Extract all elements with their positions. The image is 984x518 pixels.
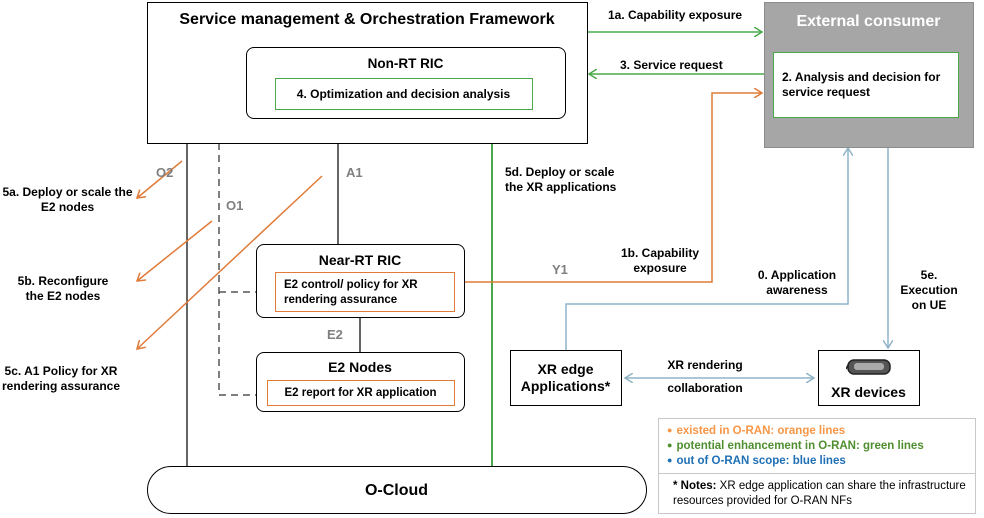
deploy-e2-5a-label: 5a. Deploy or scale the E2 nodes [2, 185, 133, 214]
y1-label: Y1 [552, 262, 568, 277]
a1-policy-5c-label: 5c. A1 Policy for XR rendering assurance [1, 364, 121, 393]
reconfigure-5b-arrow [137, 220, 213, 281]
legend-divider [659, 473, 975, 474]
e2-nodes-box: E2 Nodes E2 report for XR application [256, 352, 465, 412]
app-awareness-0-arrow [565, 148, 848, 350]
a1-label: A1 [346, 165, 363, 180]
xr-devices-box: XR devices [818, 350, 920, 406]
e2-control-box: E2 control/ policy for XR rendering assu… [275, 272, 455, 312]
e2-nodes-title: E2 Nodes [328, 359, 392, 375]
legend-green-text: potential enhancement in O-RAN: green li… [676, 440, 924, 452]
external-consumer-box: External consumer 2. Analysis and decisi… [764, 2, 974, 148]
smo-title: Service management & Orchestration Frame… [179, 11, 555, 28]
legend-green: ●potential enhancement in O-RAN: green l… [667, 438, 924, 454]
xr-edge-title: XR edge Applications* [520, 361, 611, 394]
capability-exposure-1a-label: 1a. Capability exposure [608, 8, 743, 22]
near-rt-ric-box: Near-RT RIC E2 control/ policy for XR re… [256, 244, 465, 318]
deploy-e2-5a-arrow [137, 160, 183, 198]
analysis-box: 2. Analysis and decision for service req… [773, 52, 959, 118]
legend-blue-dot: ● [667, 455, 673, 465]
optimization-label: 4. Optimization and decision analysis [296, 87, 511, 101]
service-request-3-label: 3. Service request [620, 58, 723, 72]
vr-headset-icon [846, 359, 891, 375]
legend-box: ●existed in O-RAN: orange lines ●potenti… [658, 418, 976, 514]
analysis-label: 2. Analysis and decision for service req… [782, 70, 941, 99]
non-rt-ric-box: Non-RT RIC 4. Optimization and decision … [246, 47, 566, 119]
capability-exposure-1b-arrow [455, 93, 762, 283]
app-awareness-0-label: 0. Application awareness [757, 268, 837, 297]
xr-rendering-label-2: collaboration [667, 381, 743, 395]
legend-orange-text: existed in O-RAN: orange lines [676, 425, 846, 437]
legend-green-dot: ● [667, 440, 673, 450]
execution-ue-5e-label: 5e. Execution on UE [900, 268, 958, 312]
capability-exposure-1b-label: 1b. Capability exposure [620, 246, 700, 275]
reconfigure-5b-label: 5b. Reconfigure the E2 nodes [17, 274, 109, 303]
legend-blue: ●out of O-RAN scope: blue lines [667, 453, 846, 469]
xr-rendering-label-1: XR rendering [667, 358, 743, 372]
deploy-xr-5d-label: 5d. Deploy or scale the XR applications [505, 165, 617, 194]
legend-note-text: XR edge application can share the infras… [673, 480, 966, 507]
a1-policy-5c-arrow [137, 175, 323, 349]
e2-label: E2 [327, 327, 343, 342]
o1-label: O1 [226, 198, 244, 213]
legend-orange-dot: ● [667, 425, 673, 435]
o1-dashed-line [218, 143, 258, 396]
legend-blue-text: out of O-RAN scope: blue lines [676, 455, 846, 467]
legend-note: * Notes: XR edge application can share t… [673, 479, 969, 509]
o-cloud-box: O-Cloud [147, 466, 647, 514]
non-rt-ric-title: Non-RT RIC [367, 56, 444, 71]
optimization-box: 4. Optimization and decision analysis [275, 78, 533, 110]
xr-devices-title: XR devices [831, 384, 906, 400]
xr-edge-box: XR edge Applications* [510, 350, 622, 406]
near-rt-ric-title: Near-RT RIC [318, 252, 402, 268]
o2-label: O2 [156, 165, 174, 180]
legend-note-bold: * Notes: [673, 480, 717, 492]
external-consumer-title: External consumer [796, 13, 941, 30]
o-cloud-title: O-Cloud [364, 482, 429, 499]
e2-report-label: E2 report for XR application [284, 387, 437, 399]
e2-control-label: E2 control/ policy for XR rendering assu… [284, 279, 418, 306]
e2-report-box: E2 report for XR application [267, 380, 455, 406]
smo-box: Service management & Orchestration Frame… [147, 2, 588, 144]
legend-orange: ●existed in O-RAN: orange lines [667, 423, 845, 439]
